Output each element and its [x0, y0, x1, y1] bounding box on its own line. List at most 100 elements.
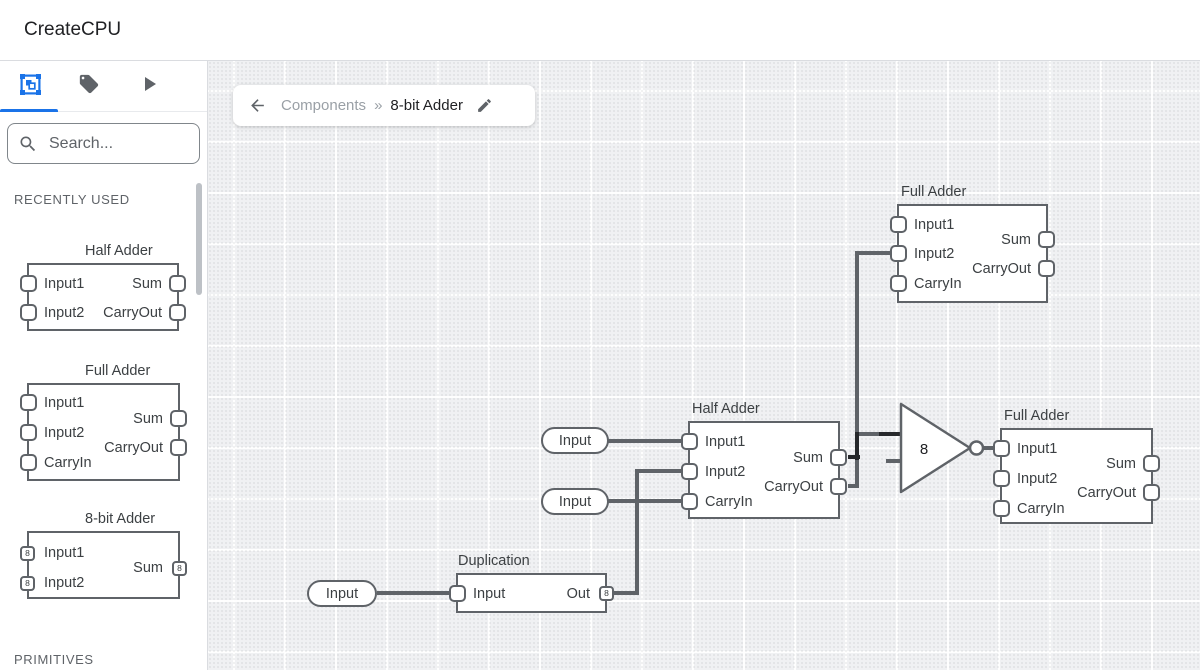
node-full-adder-right[interactable]: Full Adder Input1 Input2 CarryIn Sum Car…	[993, 408, 1160, 524]
component-title: Half Adder	[85, 243, 153, 259]
buffer-bubble	[968, 440, 985, 456]
schematic-canvas[interactable]: 8 Components » 8-bit Adder Full Adder In…	[208, 61, 1200, 670]
breadcrumb-current: 8-bit Adder	[390, 97, 463, 114]
tag-icon	[78, 73, 100, 100]
port-label: CarryOut	[764, 479, 823, 495]
node-title: Full Adder	[901, 184, 967, 200]
port-label: Sum	[1106, 456, 1136, 472]
input-node-label: Input	[558, 493, 592, 510]
section-primitives: PRIMITIVES	[14, 652, 94, 667]
sidebar: RECENTLY USED Half Adder Input1 Input2 S…	[0, 61, 258, 670]
component-title: 8-bit Adder	[85, 511, 156, 527]
play-icon	[137, 72, 161, 101]
port-sum[interactable]	[830, 448, 847, 466]
buffer-bits-label: 8	[920, 441, 928, 458]
input-node-2[interactable]: Input	[541, 488, 609, 515]
port-input1	[20, 393, 37, 411]
edit-name-button[interactable]	[476, 97, 493, 114]
back-button[interactable]	[248, 96, 267, 115]
component-title: Full Adder	[85, 363, 151, 379]
port-label: Input2	[914, 246, 955, 262]
port-label: Sum	[133, 411, 163, 427]
port-label: CarryIn	[914, 276, 962, 292]
port-label: Out	[566, 586, 590, 602]
port-input2	[20, 303, 37, 321]
port-sum: 8	[172, 560, 187, 576]
port-input2[interactable]	[993, 469, 1010, 487]
port-label: Input2	[44, 575, 85, 591]
port-label: Input1	[1017, 441, 1058, 457]
port-label: Sum	[133, 560, 163, 576]
port-carryout[interactable]	[1038, 259, 1055, 277]
library-item-8bit-adder[interactable]: 8-bit Adder 8 8 Input1 Input2 8 Sum	[20, 511, 187, 599]
input-node-label: Input	[325, 585, 359, 602]
port-input1[interactable]	[890, 215, 907, 233]
port-label: Input1	[44, 276, 85, 292]
port-label: Input2	[44, 425, 85, 441]
library-item-full-adder[interactable]: Full Adder Input1 Input2 CarryIn Sum Car…	[20, 363, 187, 481]
sidebar-tabs	[0, 61, 207, 112]
port-label: Input1	[44, 395, 85, 411]
port-label: Sum	[1001, 232, 1031, 248]
port-label: CarryOut	[972, 261, 1031, 277]
port-label: Input	[473, 586, 506, 602]
node-title: Duplication	[458, 553, 530, 569]
breadcrumb-parent[interactable]: Components	[281, 97, 367, 114]
port-input1[interactable]	[993, 439, 1010, 457]
tab-tags[interactable]	[59, 61, 119, 112]
search-box[interactable]	[7, 123, 258, 164]
port-sum[interactable]	[1143, 454, 1160, 472]
node-half-adder[interactable]: Half Adder Input1 Input2 CarryIn Sum Car…	[681, 401, 847, 519]
port-input2[interactable]	[890, 244, 907, 262]
port-label: CarryIn	[44, 455, 92, 471]
port-out[interactable]: 8	[599, 585, 614, 601]
port-input2[interactable]	[681, 462, 698, 480]
port-input2	[20, 423, 37, 441]
port-input2: 8	[20, 575, 35, 591]
port-label: CarryOut	[104, 440, 163, 456]
port-input1[interactable]	[681, 432, 698, 450]
node-title: Half Adder	[692, 401, 760, 417]
search-icon	[18, 134, 38, 154]
tab-components[interactable]	[0, 61, 60, 112]
node-duplication[interactable]: Duplication Input 8 Out	[449, 553, 614, 613]
input-node-1[interactable]: Input	[541, 427, 609, 454]
buffer-node[interactable]: 8	[899, 402, 985, 494]
input-node-label: Input	[558, 432, 592, 449]
port-carryin[interactable]	[890, 274, 907, 292]
app-header: CreateCPU	[0, 0, 1200, 61]
input-node-3[interactable]: Input	[307, 580, 377, 607]
port-carryout	[169, 303, 186, 321]
port-carryout[interactable]	[1143, 483, 1160, 501]
breadcrumb: Components » 8-bit Adder	[233, 85, 535, 126]
port-input[interactable]	[449, 584, 466, 602]
port-label: Input1	[914, 217, 955, 233]
port-label: CarryIn	[705, 494, 753, 510]
port-sum	[170, 409, 187, 427]
app-title: CreateCPU	[24, 19, 122, 40]
node-title: Full Adder	[1004, 408, 1070, 424]
port-carryin[interactable]	[993, 499, 1010, 517]
library-item-half-adder[interactable]: Half Adder Input1 Input2 Sum CarryOut	[20, 243, 186, 331]
port-label: Sum	[793, 450, 823, 466]
port-sum[interactable]	[1038, 230, 1055, 248]
breadcrumb-separator: »	[374, 97, 383, 114]
port-label: Input2	[705, 464, 746, 480]
port-carryout	[170, 438, 187, 456]
node-full-adder-top[interactable]: Full Adder Input1 Input2 CarryIn Sum Car…	[890, 184, 1055, 303]
port-carryin[interactable]	[681, 492, 698, 510]
port-carryout[interactable]	[830, 477, 847, 495]
buffer-triangle[interactable]	[899, 402, 972, 494]
search-input[interactable]	[47, 133, 258, 154]
wire-dup-out-to-input2[interactable]	[613, 469, 682, 595]
component-icon	[19, 73, 41, 100]
port-label: Input2	[44, 305, 85, 321]
port-sum	[169, 274, 186, 292]
wire-sum-to-fulladder-top[interactable]	[848, 251, 890, 488]
port-label: CarryIn	[1017, 501, 1065, 517]
port-input1: 8	[20, 545, 35, 561]
port-label: CarryOut	[1077, 485, 1136, 501]
tab-simulate[interactable]	[119, 61, 179, 112]
active-tab-indicator	[0, 109, 58, 112]
sidebar-scrollbar[interactable]	[196, 183, 202, 295]
